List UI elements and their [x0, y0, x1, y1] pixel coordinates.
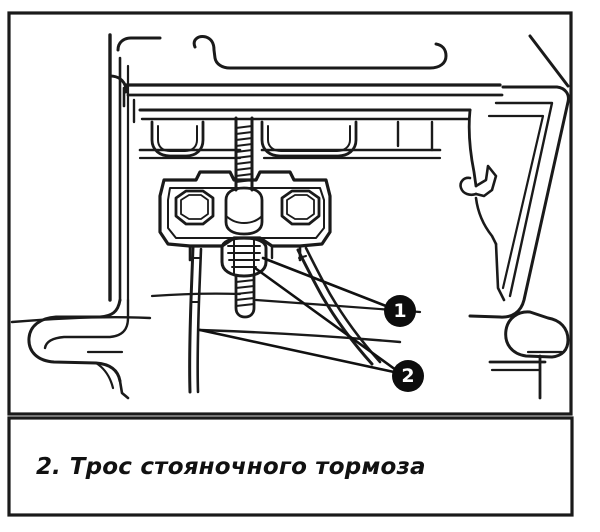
left-body-rail	[27, 33, 162, 400]
threaded-adjuster-nut	[220, 236, 268, 319]
callout-2-label: 2	[401, 365, 414, 387]
caption-number: 2.	[36, 453, 61, 480]
floor-contour	[10, 292, 422, 344]
image-frame	[7, 11, 573, 416]
callout-badges: 1 2	[384, 295, 424, 392]
callout-2-circle	[392, 360, 424, 392]
frame-top-lip	[192, 35, 448, 70]
leader-line-2b	[253, 266, 398, 372]
callout-2[interactable]: 2	[392, 360, 424, 392]
crossmember-lower-plate	[138, 120, 442, 160]
callout-1[interactable]: 1	[384, 295, 416, 327]
leader-line-1	[261, 256, 388, 308]
figure-caption: 2. Трос стояночного тормоза	[8, 418, 572, 515]
threaded-adjuster-rod-upper	[234, 116, 254, 192]
caption-frame	[7, 416, 574, 517]
callout-1-label: 1	[393, 300, 406, 322]
right-body-rail	[459, 34, 570, 400]
brake-cables	[188, 245, 382, 394]
caption-label: Трос стояночного тормоза	[69, 453, 426, 480]
drawing-content	[10, 33, 570, 400]
leader-line-2a	[198, 328, 396, 374]
callout-leader-lines	[198, 256, 398, 374]
frame-crossmember	[108, 74, 504, 124]
callout-1-circle	[384, 295, 416, 327]
